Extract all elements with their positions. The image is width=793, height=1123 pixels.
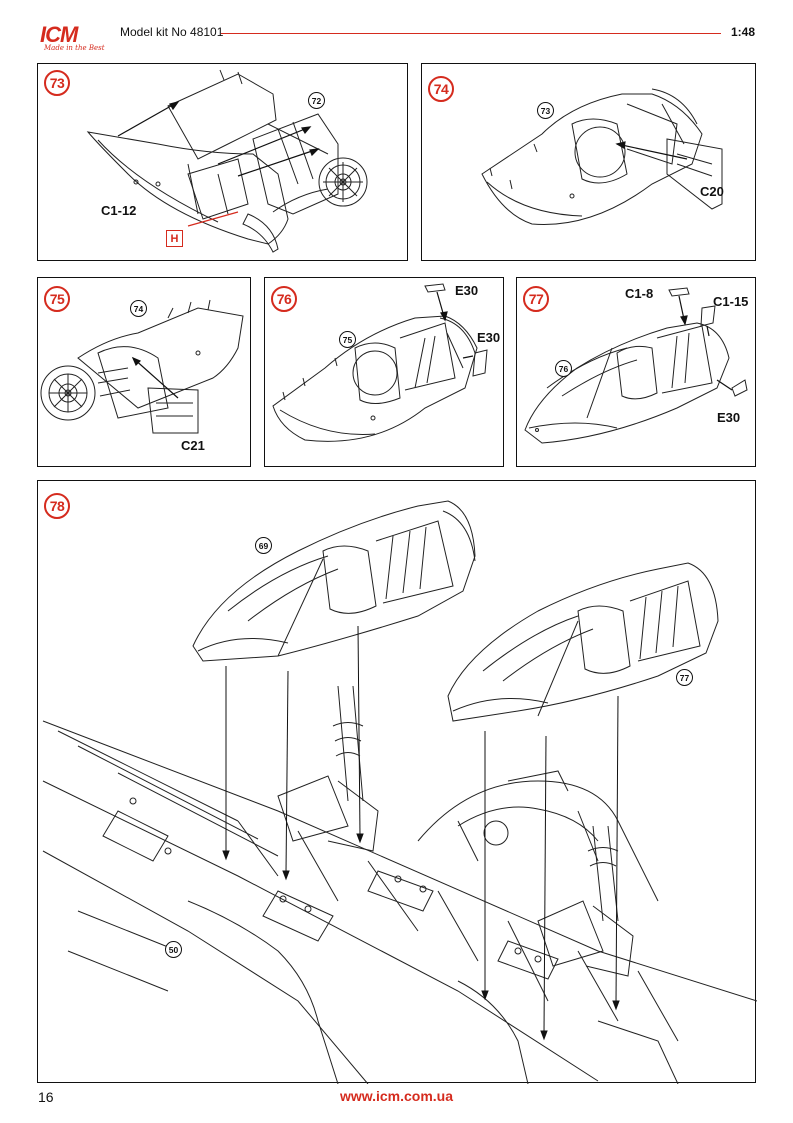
step-77-part-c1-8: C1-8 — [625, 286, 654, 301]
step-75-drawing — [40, 299, 244, 434]
step-73-part-c1-12: C1-12 — [101, 203, 137, 218]
step-77-ref: 76 — [555, 360, 572, 377]
page-number: 16 — [38, 1089, 54, 1105]
step-76-number: 76 — [271, 286, 297, 312]
logo-text: ICM — [40, 22, 78, 47]
icm-logo: ICM Made in the Best — [38, 22, 108, 56]
step-78-number: 78 — [44, 493, 70, 519]
step-73-ref: 72 — [308, 92, 325, 109]
step-74-part-c20: C20 — [700, 184, 724, 199]
step-77-number: 77 — [523, 286, 549, 312]
logo-tagline: Made in the Best — [44, 44, 105, 52]
step-76-part-e30-top: E30 — [455, 283, 479, 298]
scale-label: 1:48 — [731, 25, 756, 39]
step-78-panel: 78 69 77 50 — [37, 480, 757, 1084]
step-77-part-c1-15: C1-15 — [713, 294, 749, 309]
step-74-number: 74 — [428, 76, 454, 102]
step-73-number: 73 — [44, 70, 70, 96]
step-75-panel: 75 74 C21 — [37, 277, 251, 467]
header-divider — [221, 33, 721, 34]
step-77-drawing — [524, 287, 748, 444]
step-76-panel: 76 75 E30 E30 — [264, 277, 504, 467]
footer-url[interactable]: www.icm.com.ua — [339, 1088, 454, 1104]
step-78-drawing — [42, 500, 757, 1084]
step-74-drawing — [481, 88, 723, 225]
step-78-ref-50: 50 — [165, 941, 182, 958]
step-78-ref-69: 69 — [255, 537, 272, 554]
step-77-panel: 77 76 C1-8 C1-15 E30 — [516, 277, 756, 467]
step-74-ref: 73 — [537, 102, 554, 119]
step-76-drawing — [272, 283, 488, 442]
step-76-ref: 75 — [339, 331, 356, 348]
step-74-panel: 74 73 C20 — [421, 63, 756, 261]
step-76-part-e30-right: E30 — [477, 330, 501, 345]
model-kit-title: Model kit No 48101 — [120, 25, 224, 39]
step-73-panel: 73 72 C1-12 H — [37, 63, 408, 261]
step-78-ref-77: 77 — [676, 669, 693, 686]
page-header: ICM Made in the Best Model kit No 48101 … — [0, 0, 793, 60]
step-73-marker-h: H — [166, 230, 183, 247]
step-73-drawing — [86, 69, 368, 253]
step-75-number: 75 — [44, 286, 70, 312]
step-75-ref: 74 — [130, 300, 147, 317]
step-77-part-e30: E30 — [717, 410, 741, 425]
step-75-part-c21: C21 — [181, 438, 205, 453]
